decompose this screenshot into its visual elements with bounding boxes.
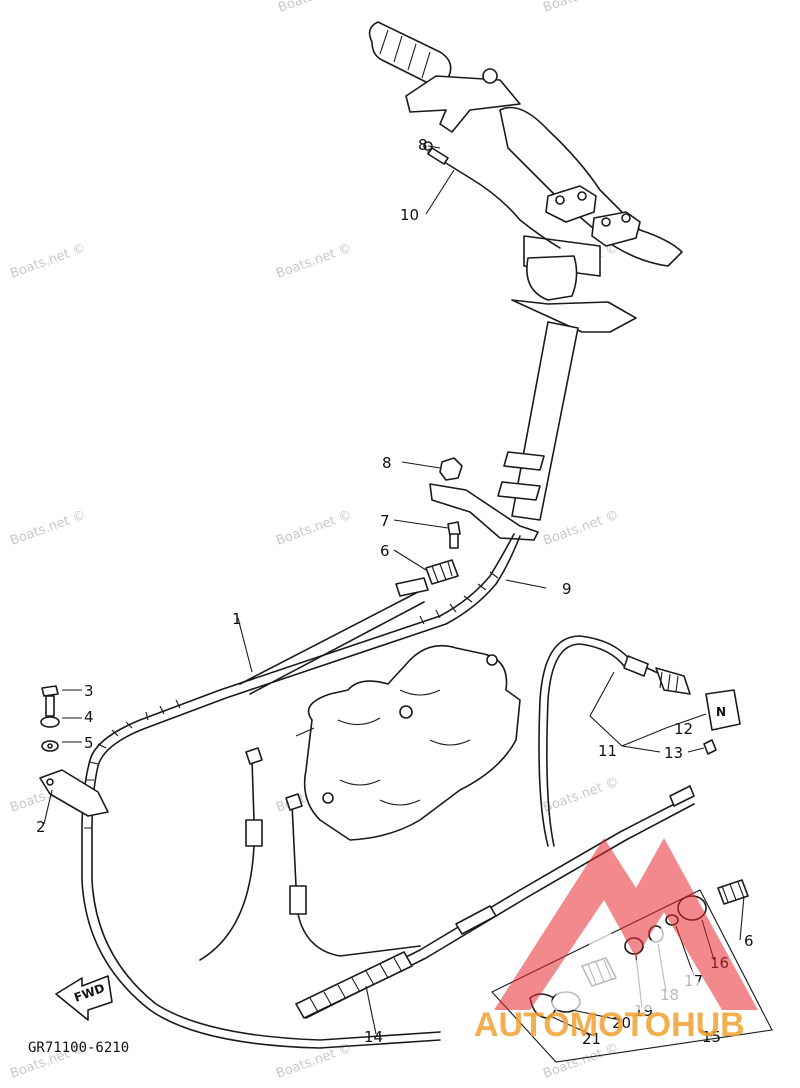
- watermark: Boats.net ©: [8, 241, 88, 282]
- callout-1: 1: [232, 610, 242, 628]
- fwd-arrow: FWD: [55, 975, 113, 1021]
- callout-12: 12: [674, 720, 693, 738]
- callout-11: 11: [598, 742, 617, 760]
- callout-21: 21: [582, 1030, 601, 1048]
- callout-6-lower: 6: [744, 932, 754, 950]
- leads: [199, 747, 421, 961]
- callout-6-upper: 6: [380, 542, 390, 560]
- shift-cable: [538, 635, 741, 847]
- upper-fasteners: [425, 457, 463, 585]
- callout-8-lower: 8: [382, 454, 392, 472]
- diagram-code: GR71100-6210: [28, 1040, 129, 1056]
- callout-8-upper: 8: [418, 136, 428, 154]
- logo-text: AUTOMOTOHUB: [474, 1006, 745, 1044]
- steering-column: [429, 235, 637, 541]
- logo-mountain-outer: [494, 838, 758, 1010]
- callout-5: 5: [84, 734, 94, 752]
- callout-20: 20: [612, 1014, 631, 1032]
- watermark: Boats.net ©: [541, 775, 621, 816]
- callout-3: 3: [84, 682, 94, 700]
- callout-10: 10: [400, 206, 419, 224]
- callout-9: 9: [562, 580, 572, 598]
- watermark: Boats.net ©: [8, 508, 88, 549]
- callout-7: 7: [380, 512, 390, 530]
- engine: [303, 644, 521, 841]
- callout-13: 13: [664, 744, 683, 762]
- neutral-knob-letter: N: [716, 705, 726, 719]
- bracket-and-fasteners: [39, 685, 109, 817]
- long-cable: [295, 785, 695, 1019]
- callout-15: 15: [702, 1028, 721, 1046]
- watermark: Boats.net ©: [274, 508, 354, 549]
- watermark: Boats.net ©: [541, 0, 621, 16]
- throttle-cable: [423, 141, 561, 249]
- callout-4: 4: [84, 708, 94, 726]
- callout-14: 14: [364, 1028, 383, 1046]
- leader-lines: [43, 145, 745, 1037]
- automotohub-logo: AUTOMOTOHUB: [474, 838, 758, 1044]
- watermark: Boats.net ©: [274, 241, 354, 282]
- watermark: Boats.net ©: [276, 0, 356, 16]
- handlebar: [368, 21, 683, 267]
- watermark: Boats.net ©: [541, 508, 621, 549]
- callout-2: 2: [36, 818, 46, 836]
- logo-mountain-inner: [546, 922, 716, 1010]
